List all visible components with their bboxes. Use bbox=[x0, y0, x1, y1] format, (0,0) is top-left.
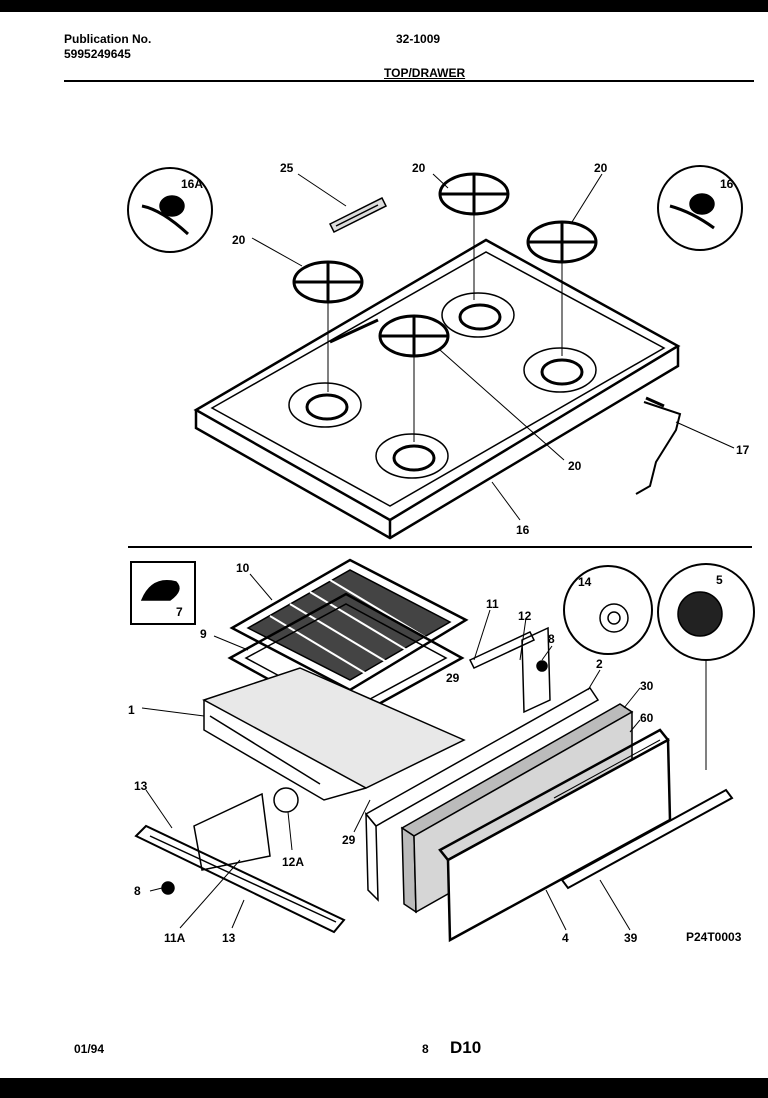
label-20-right: 20 bbox=[594, 161, 608, 175]
bracket-12A bbox=[193, 792, 271, 871]
handle-39 bbox=[560, 788, 734, 890]
screw-8-lower bbox=[161, 881, 175, 895]
grate-20-left bbox=[292, 260, 364, 304]
label-12: 12 bbox=[518, 609, 532, 623]
label-17: 17 bbox=[736, 443, 750, 457]
footer-code: D10 bbox=[450, 1038, 482, 1057]
callout-square-7 bbox=[130, 561, 196, 625]
bottom-black-bar bbox=[0, 1078, 768, 1098]
cooktop-16 bbox=[193, 238, 681, 540]
label-9: 9 bbox=[200, 627, 207, 641]
label-60: 60 bbox=[640, 711, 654, 725]
label-8-lower: 8 bbox=[134, 884, 141, 898]
section-title: TOP/DRAWER bbox=[384, 66, 466, 80]
rod-17 bbox=[635, 396, 682, 495]
label-4: 4 bbox=[562, 931, 569, 945]
label-20-top: 20 bbox=[412, 161, 426, 175]
label-20-left: 20 bbox=[232, 233, 246, 247]
callout-5: 5 bbox=[716, 573, 723, 587]
label-29-lower: 29 bbox=[342, 833, 356, 847]
label-25: 25 bbox=[280, 161, 294, 175]
callout-14: 14 bbox=[578, 575, 592, 589]
label-39: 39 bbox=[624, 931, 638, 945]
footer-date: 01/94 bbox=[74, 1042, 105, 1056]
grate-20-lower bbox=[378, 314, 450, 358]
label-8-upper: 8 bbox=[548, 632, 555, 646]
callout-16A: 16A bbox=[181, 177, 203, 191]
label-11A: 11A bbox=[164, 931, 186, 945]
callout-circle-14 bbox=[563, 565, 653, 655]
clip-29-lower bbox=[273, 787, 299, 813]
drawer-frame-1 bbox=[202, 667, 466, 801]
grate-20-top bbox=[438, 172, 510, 216]
label-29-upper: 29 bbox=[446, 671, 460, 685]
publication-number: 5995249645 bbox=[64, 47, 131, 61]
screw-8-upper bbox=[536, 660, 548, 672]
label-16: 16 bbox=[516, 523, 530, 537]
grate-20-right bbox=[526, 220, 598, 264]
diagram-code: P24T0003 bbox=[686, 930, 742, 944]
callout-circle-16A bbox=[127, 167, 213, 253]
publication-label: Publication No. bbox=[64, 32, 152, 46]
top-black-bar bbox=[0, 0, 768, 12]
callout-circle-16 bbox=[657, 165, 743, 251]
callout-7: 7 bbox=[176, 605, 183, 619]
label-20-lower: 20 bbox=[568, 459, 582, 473]
drawer-slide-13 bbox=[134, 824, 346, 934]
model-number: 32-1009 bbox=[396, 32, 441, 46]
label-13-lower: 13 bbox=[222, 931, 236, 945]
label-30: 30 bbox=[640, 679, 654, 693]
label-2: 2 bbox=[596, 657, 603, 671]
label-1: 1 bbox=[128, 703, 135, 717]
bracket-12 bbox=[521, 626, 551, 714]
label-11: 11 bbox=[486, 597, 499, 611]
label-13-upper: 13 bbox=[134, 779, 148, 793]
callout-16: 16 bbox=[720, 177, 734, 191]
bracket-25 bbox=[328, 196, 388, 234]
header-rule bbox=[64, 80, 754, 82]
rail-11 bbox=[468, 631, 536, 669]
broiler-grid-10 bbox=[229, 558, 469, 692]
label-10: 10 bbox=[236, 561, 250, 575]
section-divider bbox=[128, 546, 752, 548]
footer-page: 8 bbox=[422, 1042, 429, 1056]
label-12A: 12A bbox=[282, 855, 304, 869]
